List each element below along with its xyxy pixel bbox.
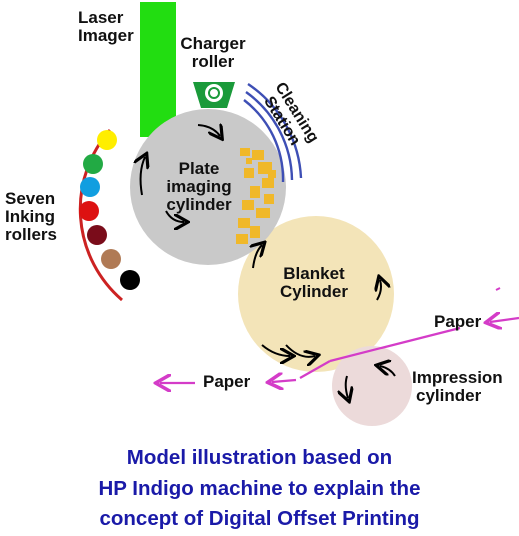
ink-roller-4 [79,201,99,221]
caption-line-3: concept of Digital Offset Printing [99,507,420,530]
label-inking-line1: Seven [5,189,56,208]
paper-path [160,318,519,383]
label-blanket-cylinder: Blanket Cylinder [270,265,358,301]
impression-cylinder-shape [332,346,412,426]
charger-roller-core [208,87,220,99]
ink-roller-3 [80,177,100,197]
caption-line-1: Model illustration based on [126,446,393,469]
label-plate-line1: Plate [178,159,220,178]
label-laser-imager: Laser Imager [78,9,134,45]
paper-dash-right [495,287,501,291]
inking-roller-arc [78,129,123,302]
label-paper-in: Paper [434,312,482,331]
blanket-cylinder-shape [238,216,394,372]
label-charger-line2: roller [191,51,235,71]
label-impression-line2: cylinder [416,385,482,405]
ink-roller-2 [83,154,103,174]
caption-line-2: HP Indigo machine to explain the [98,477,421,500]
laser-imager-block [140,2,176,137]
impression-rotation-arrows [346,366,396,398]
label-blanket-line2: Cylinder [279,281,349,301]
label-charger-roller: Charger roller [180,35,246,71]
label-laser-imager-line2: Imager [78,25,134,45]
label-inking-line2: Inking [5,206,56,226]
label-laser-imager-line1: Laser [78,8,124,27]
label-charger-line1: Charger [180,34,246,53]
label-impression-cylinder: Impression cylinder [412,369,503,405]
label-paper-out: Paper [203,372,251,391]
label-inking-line3: rollers [5,224,57,244]
label-seven-inking-rollers: Seven Inking rollers [5,190,57,244]
ink-roller-7 [120,270,140,290]
ink-image-area [236,148,276,244]
ink-roller-5 [87,225,107,245]
label-plate-line3: cylinder [166,194,232,214]
blanket-rotation-arrows [253,245,381,357]
charger-roller-center [205,84,223,102]
ink-roller-1 [97,130,117,150]
label-blanket-line1: Blanket [283,264,345,283]
label-plate-line2: imaging [166,176,232,196]
cleaning-station-arcs [243,83,303,183]
ink-roller-6 [101,249,121,269]
label-impression-line1: Impression [412,368,503,387]
plate-rotation-arrows [141,125,220,222]
label-plate-cylinder: Plate imaging cylinder [156,160,242,214]
ink-rollers-group [79,130,140,290]
